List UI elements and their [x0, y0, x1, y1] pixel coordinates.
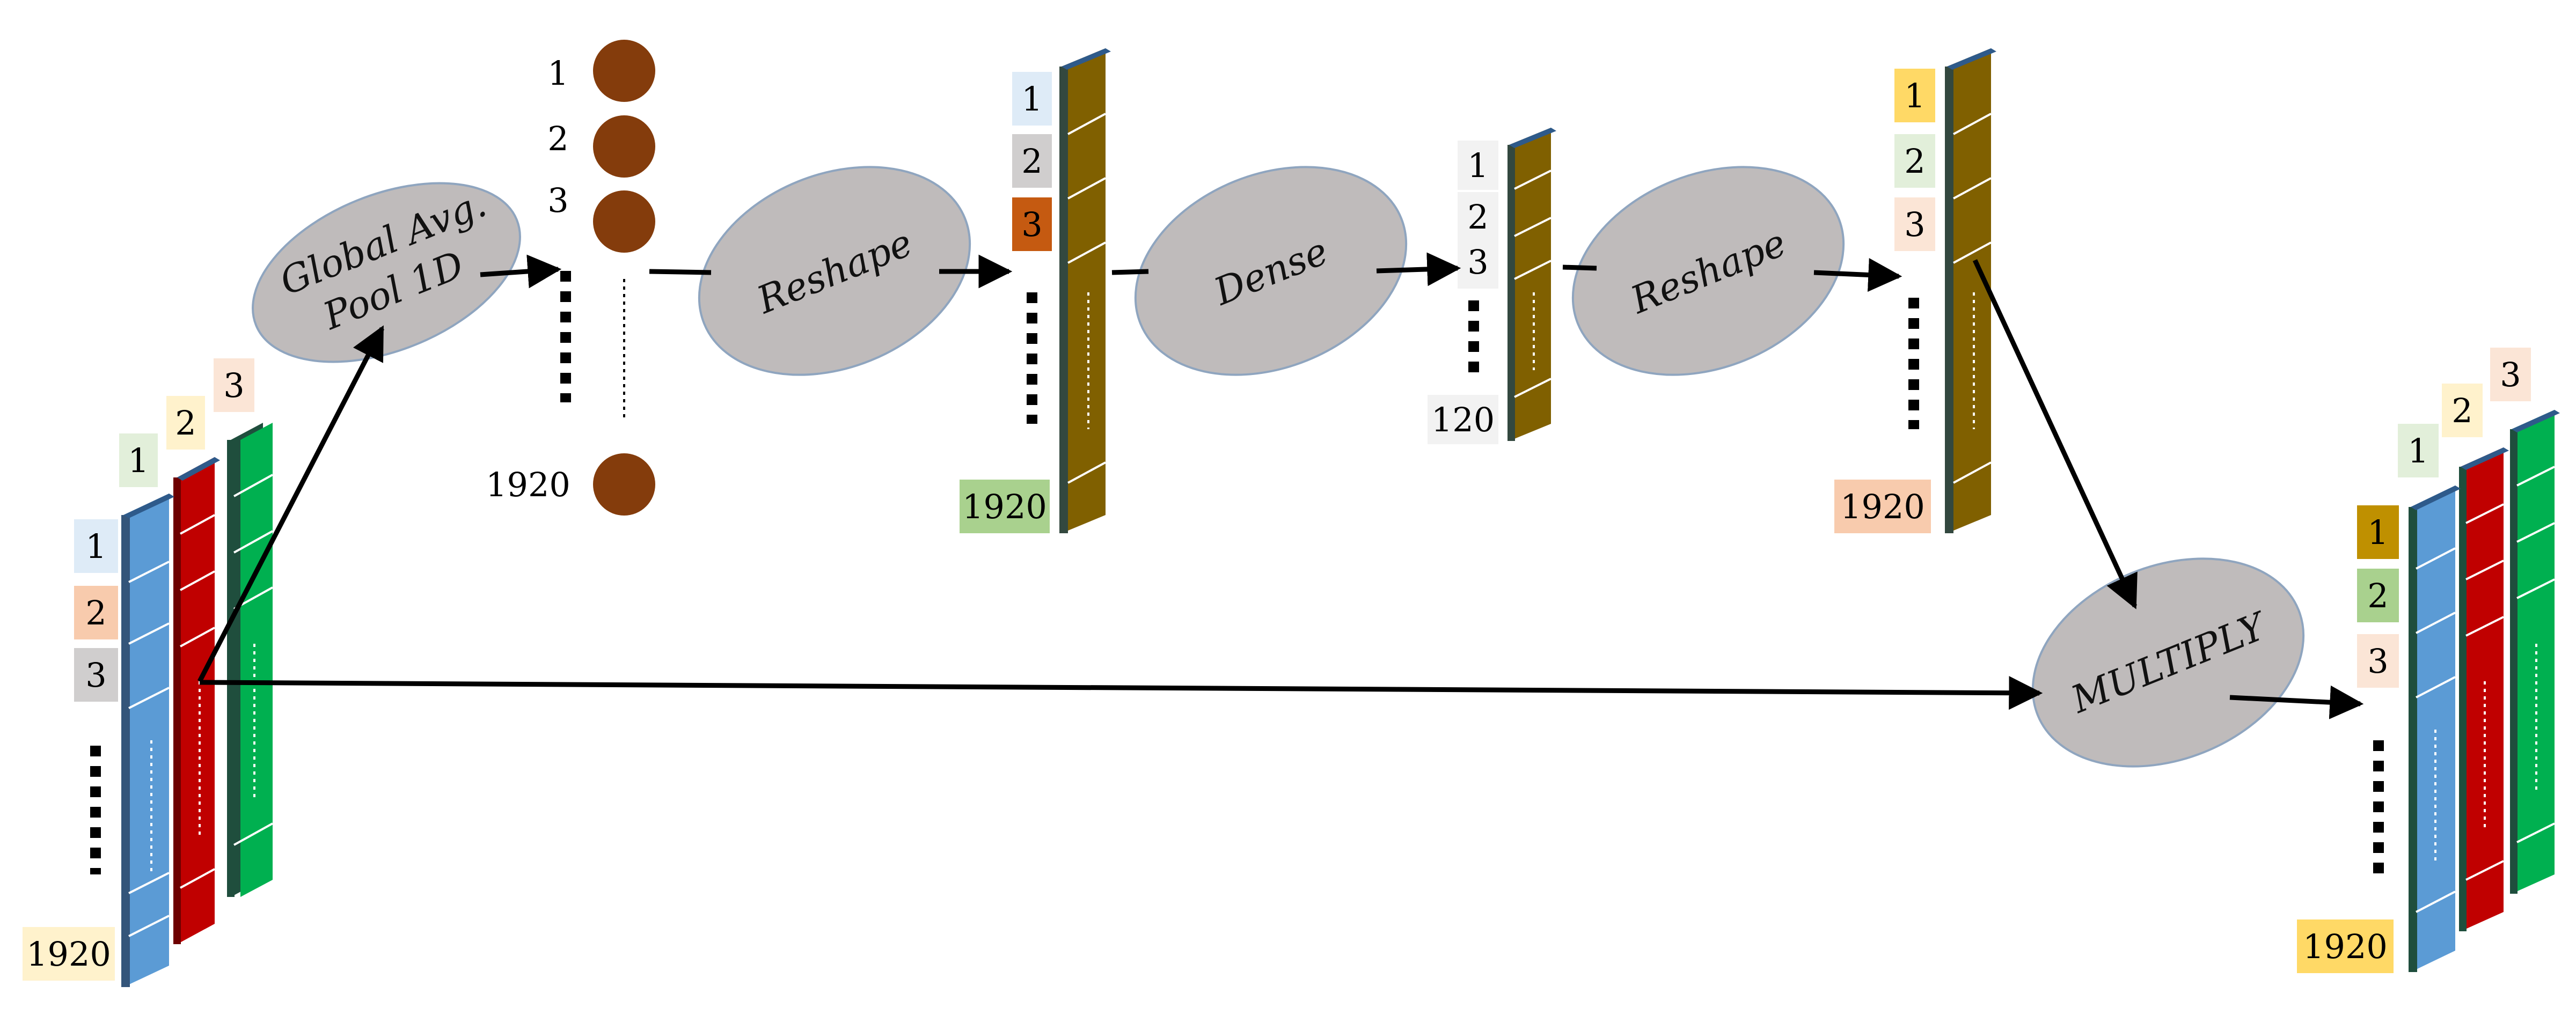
- reshape1-size-label: 1920: [962, 487, 1047, 526]
- input-column-green: [227, 423, 273, 897]
- svg-text:1: 1: [85, 527, 106, 566]
- svg-text:3: 3: [2500, 355, 2521, 394]
- input-row-label-1: 1: [74, 519, 118, 573]
- arrow-gap-to-nodes: [480, 254, 562, 289]
- gap-node-3: [593, 190, 655, 253]
- input-column-blue: [121, 494, 174, 987]
- svg-text:1: 1: [2407, 431, 2428, 470]
- input-column-label-2: 2: [166, 396, 205, 450]
- svg-text:2: 2: [85, 593, 106, 632]
- reshape1-row-label-2: 2: [1021, 142, 1042, 181]
- input-size-label: 1920: [23, 927, 115, 981]
- reshape2-size-label: 1920: [1840, 487, 1925, 526]
- reshape2-row-label-3: 3: [1904, 205, 1925, 244]
- input-column-label-3: 3: [214, 358, 254, 412]
- svg-text:3: 3: [85, 656, 106, 695]
- arrow-nodes-to-reshape1: [649, 269, 712, 275]
- dense-row-label-2: 2: [1467, 197, 1488, 237]
- svg-text:3: 3: [2367, 642, 2388, 681]
- output-column-red: [2459, 447, 2509, 931]
- multiply-op: MULTIPLY: [2031, 557, 2305, 768]
- input-row-label-2: 2: [74, 586, 118, 639]
- output-row-label-3: 3: [2357, 634, 2399, 688]
- svg-text:2: 2: [2367, 576, 2388, 615]
- gap-node-1: [593, 40, 655, 102]
- dense-column: [1507, 128, 1556, 441]
- gap-output-nodes: 1 2 3 1920: [486, 40, 655, 516]
- reshape2-op: Reshape: [1571, 166, 1845, 376]
- arrow-column-to-dense: [1111, 269, 1149, 275]
- arrows: [197, 252, 2364, 719]
- reshape2-row-label-1: 1: [1904, 76, 1925, 115]
- reshape1-row-labels: 1 2 3 1920: [960, 72, 1052, 533]
- dense-row-labels: 1 2 3 120: [1428, 141, 1498, 444]
- svg-text:2: 2: [2451, 391, 2472, 430]
- svg-text:1920: 1920: [2303, 927, 2388, 966]
- gap-node-1920: [593, 453, 655, 516]
- dense-size-label: 120: [1431, 400, 1495, 439]
- reshape1-row-label-1: 1: [1021, 79, 1042, 119]
- gap-node-label-3: 3: [547, 181, 568, 220]
- output-block: 1 2 3 1 2 3 1920: [2297, 348, 2560, 973]
- arrow-skip-to-multiply: [199, 676, 2043, 710]
- arrow-reshape2-to-column: [1813, 258, 1902, 292]
- gap-node-label-2: 2: [547, 119, 568, 158]
- dense-row-label-1: 1: [1467, 146, 1488, 185]
- output-row-label-1: 1: [2357, 505, 2399, 559]
- output-size-label: 1920: [2297, 919, 2394, 973]
- reshape1-op: Reshape: [698, 166, 971, 376]
- svg-text:3: 3: [223, 366, 244, 405]
- arrow-input-to-gap: [197, 325, 384, 683]
- gap-node-label-1920: 1920: [486, 465, 570, 504]
- reshape1-row-label-3: 3: [1021, 205, 1042, 244]
- arrow-column-to-reshape2: [1562, 264, 1597, 271]
- gap-node-label-1: 1: [547, 54, 568, 93]
- output-column-label-1: 1: [2398, 424, 2439, 477]
- dense-op: Dense: [1134, 166, 1408, 376]
- svg-text:1920: 1920: [26, 935, 111, 974]
- svg-text:2: 2: [175, 403, 196, 443]
- output-column-label-2: 2: [2442, 384, 2483, 437]
- output-column-green: [2510, 410, 2560, 894]
- input-row-label-3: 3: [74, 648, 118, 702]
- reshape1-column: [1059, 48, 1111, 533]
- output-row-label-2: 2: [2357, 569, 2399, 622]
- dense-row-label-3: 3: [1467, 242, 1488, 282]
- reshape2-row-labels: 1 2 3 1920: [1834, 69, 1935, 533]
- input-block: 1 2 3 1 2 3 1920: [23, 358, 273, 987]
- arrow-multiply-to-output: [2229, 685, 2364, 719]
- input-column-label-1: 1: [119, 433, 158, 487]
- svg-text:1: 1: [2367, 513, 2388, 552]
- reshape2-row-label-2: 2: [1904, 142, 1925, 181]
- output-column-label-3: 3: [2490, 348, 2531, 401]
- reshape2-column: [1945, 48, 1996, 533]
- gap-node-2: [593, 115, 655, 178]
- arrow-dense-to-column: [1376, 252, 1461, 286]
- output-column-blue: [2409, 485, 2461, 972]
- arrow-scale-to-multiply: [1972, 259, 2138, 609]
- svg-text:1: 1: [128, 441, 149, 480]
- input-column-red: [173, 457, 220, 944]
